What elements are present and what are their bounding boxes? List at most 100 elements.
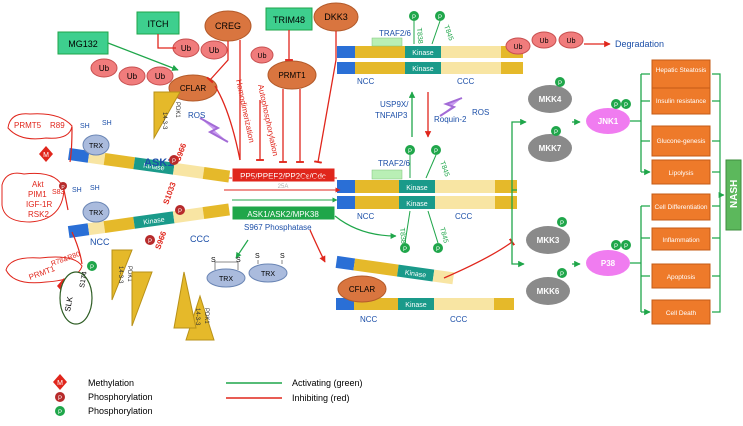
ros-label-top: ROS (472, 108, 489, 117)
legend-methylation-label: Methylation (88, 378, 134, 388)
ncc-label-bottom: NCC (360, 315, 378, 324)
s967-phosphatase-label: S967 Phosphatase (244, 223, 312, 232)
legend-phospho-green: P Phosphorylation (55, 406, 153, 416)
p-symbol: P (560, 272, 564, 278)
ub-label: Ub (155, 72, 166, 81)
ub-chain-cflar: Ub Ub Ub Ub Ub (90, 38, 228, 86)
protein1433-bottom (131, 271, 153, 327)
ub-chain-degradation: Ub Ub Ub (505, 31, 584, 55)
protein1433-upper: 14-3-3 PDK1 (153, 91, 181, 140)
cflar-label: CFLAR (349, 285, 375, 294)
jnk-branch-line (630, 74, 642, 172)
pim1-label: PIM1 (28, 190, 47, 199)
ask1-dimer-top: Kinase Kinase (337, 37, 523, 74)
p-t838-middle-down: P T838 (398, 210, 411, 253)
igf1r-label: IGF-1R (26, 200, 52, 209)
ccc-label-bottom: CCC (450, 315, 468, 324)
legend-phospho-red-label: Phosphorylation (88, 392, 153, 402)
dkk3-oval: DKK3 (313, 2, 359, 32)
roquin2-label: Roquin-2 (434, 115, 467, 124)
slk-label: SLK (63, 295, 75, 312)
ask1-bottom-upper-bar: Kinase (335, 255, 455, 285)
mg132-label: MG132 (68, 39, 98, 49)
rsk2-label: RSK2 (28, 210, 49, 219)
p-symbol: P (178, 209, 182, 215)
legend-phospho-green-label: Phosphorylation (88, 406, 153, 416)
kinase-label: Kinase (143, 217, 165, 227)
cflar-oval-bottom: CFLAR (337, 275, 387, 303)
s-label: S (255, 253, 260, 260)
p-symbol: P (624, 244, 628, 250)
p-symbol: P (61, 185, 65, 191)
p-s1033-left: P S1033 (161, 180, 185, 215)
ub-label: Ub (567, 38, 576, 45)
insulin-resistance-label: Insulin resistance (656, 98, 707, 105)
p-symbol: P (436, 247, 440, 253)
kinase-label: Kinase (406, 201, 428, 208)
p-symbol: P (148, 239, 152, 245)
p38-branch-line (630, 206, 642, 312)
ask-family-bar: ASK1/ASK2/MPK38 (231, 205, 336, 221)
ub-prmt1-bubble (250, 46, 274, 64)
ask1-label: ASK1 (144, 157, 173, 169)
ros-bolt-top (439, 97, 463, 117)
ask-family-to-middle-arrow (334, 215, 397, 239)
dkk3-label: DKK3 (324, 12, 348, 22)
legend-phospho-red: P Phosphorylation (55, 392, 153, 402)
jnk1-label: JNK1 (598, 117, 619, 126)
apoptosis-label: Apoptosis (667, 274, 696, 281)
mkk3-node: MKK3 P (526, 217, 570, 254)
p-symbol: P (408, 149, 412, 155)
jnk-branch-arrows (641, 73, 650, 172)
s966-label: S966 (173, 142, 188, 163)
cell-differentiation-label: Cell Differentiation (655, 204, 708, 211)
kinase-label: Kinase (143, 162, 165, 172)
ub-label: Ub (181, 44, 192, 53)
p-symbol: P (58, 396, 62, 402)
s1033-label: S1033 (161, 180, 178, 205)
nash-label: NASH (729, 180, 740, 208)
to-mkk3-6-arrow (511, 190, 525, 268)
prmt5-label: PRMT5 (14, 121, 42, 130)
trim48-label: TRIM48 (273, 15, 305, 25)
sh-label: SH (90, 185, 100, 192)
itch-box: ITCH (136, 11, 180, 35)
kinase-label: Kinase (404, 270, 426, 280)
p-symbol: P (403, 247, 407, 253)
p-t845-top: P T845 (431, 11, 454, 45)
legend: M Methylation P Phosphorylation P Phosph… (53, 374, 363, 416)
s174-label: S174 (79, 271, 89, 288)
to-mkk4-7-arrow (511, 118, 527, 191)
slk-group: SLK S174 P (59, 261, 97, 325)
jnk1-node: JNK1 P P (586, 99, 631, 134)
r89-label: R89 (50, 121, 65, 130)
kinase-label: Kinase (412, 50, 434, 57)
sh-label: SH (72, 187, 82, 194)
traf26-label-middle: TRAF2/6 (378, 159, 411, 168)
p-s966-left: P S966 (169, 142, 188, 165)
protein1433-label: 14-3-3 (117, 266, 123, 284)
trx-oxidized: TRX S S (248, 253, 288, 283)
mkk4-label: MKK4 (539, 95, 562, 104)
s-label: S (236, 257, 241, 264)
mkk6-node: MKK6 P (526, 268, 570, 305)
mkk3-label: MKK3 (537, 236, 560, 245)
tnfaip3-label: TNFAIP3 (375, 111, 408, 120)
lipolysis-label: Lipolysis (669, 170, 695, 177)
t838-label: T838 (398, 228, 406, 245)
homodimerization-label: Homodimerization (234, 79, 256, 144)
creg-inhibit-cflar (206, 41, 229, 84)
p-symbol: P (614, 103, 618, 109)
mg132-arrow (107, 42, 179, 71)
ccc-label-top: CCC (457, 77, 475, 86)
cell-death-label: Cell Death (666, 310, 697, 317)
legend-inhibiting-label: Inhibiting (red) (292, 393, 350, 403)
legend-methylation: M Methylation (53, 374, 134, 390)
pdk1-label: PDK1 (174, 102, 180, 118)
mg132-box: MG132 (57, 31, 109, 55)
t845-label: T845 (442, 24, 454, 41)
t845-label: T845 (438, 160, 450, 177)
prmt1-r78-link (71, 231, 83, 265)
usp9x-label: USP9X/ (380, 100, 409, 109)
